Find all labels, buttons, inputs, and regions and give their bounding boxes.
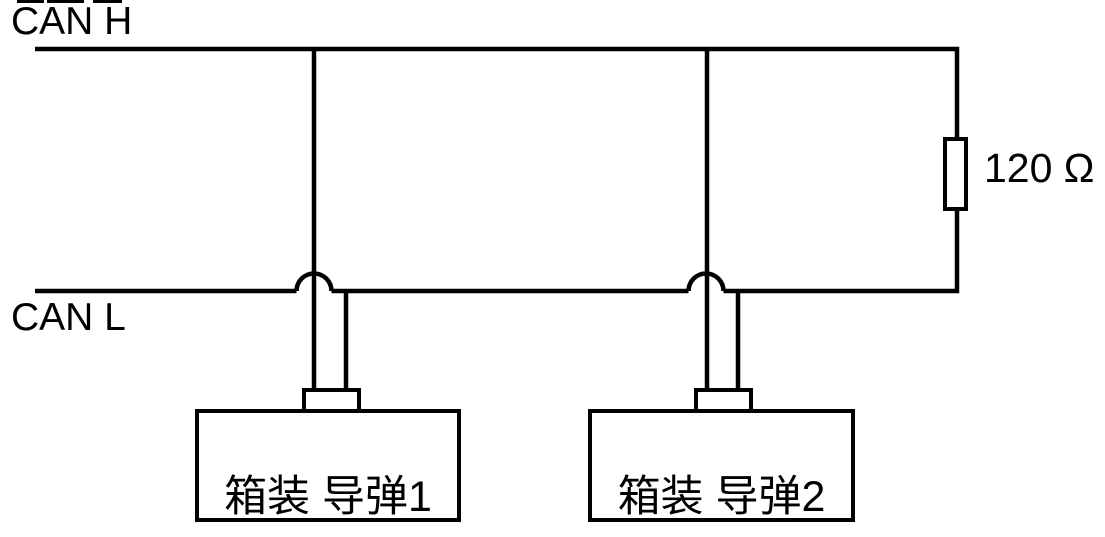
resistor-value-label: 120 Ω: [984, 145, 1095, 191]
node-2-label: 箱装 导弹2: [617, 473, 826, 521]
can-h-label: CAN H: [11, 0, 133, 43]
node-2-box: [588, 409, 855, 522]
node-1-box: [195, 409, 461, 522]
can-l-label: CAN L: [11, 296, 126, 339]
node-2-connector: [694, 388, 753, 413]
terminator-resistor-body: [943, 137, 968, 211]
can-h-line-and-terminator-branch: [35, 46, 960, 294]
node-1-label: 箱装 导弹1: [224, 473, 432, 521]
node-1-connector: [302, 388, 361, 413]
